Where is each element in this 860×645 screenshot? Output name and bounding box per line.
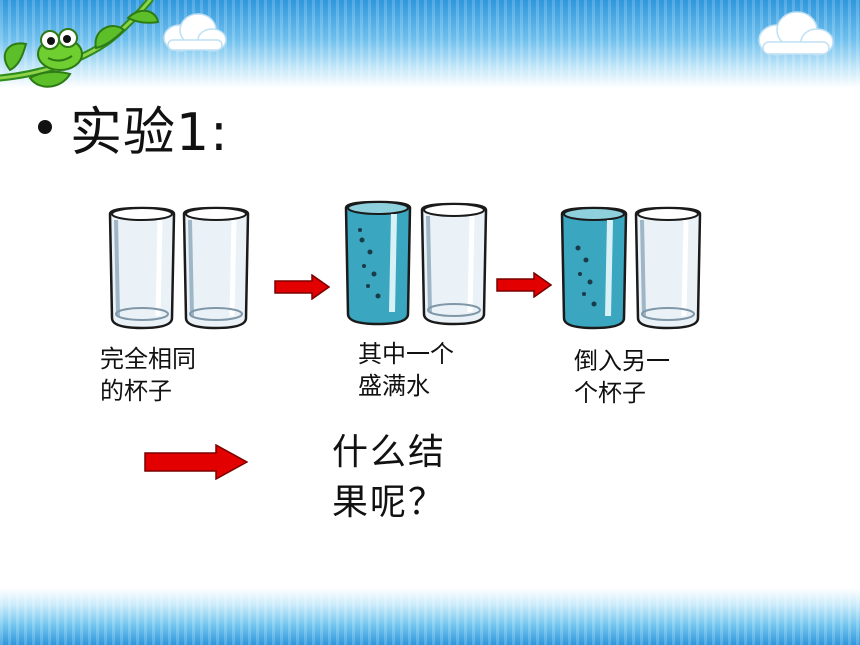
right-arrow-icon xyxy=(144,444,248,480)
bullet-dot-icon xyxy=(38,120,52,134)
glass-pair-empty xyxy=(108,206,250,330)
caption-line: 个杯子 xyxy=(574,379,646,407)
full-water-glass-icon xyxy=(344,200,412,326)
cloud-icon xyxy=(758,11,834,56)
caption-line: 的杯子 xyxy=(100,377,172,405)
glass-pair-one-full xyxy=(344,200,488,326)
caption-line: 其中一个 xyxy=(358,340,454,368)
caption-line: 完全相同 xyxy=(100,345,196,373)
right-arrow-icon xyxy=(274,274,330,300)
empty-glass-icon xyxy=(108,206,176,330)
empty-glass-icon xyxy=(420,202,488,326)
empty-glass-icon xyxy=(634,206,702,330)
question-line: 果呢？ xyxy=(332,482,447,523)
slide-heading-line: 实验1: xyxy=(38,92,229,163)
empty-glass-icon xyxy=(182,206,250,330)
full-water-glass-icon xyxy=(560,206,628,330)
caption-one-full: 其中一个 盛满水 xyxy=(358,338,454,402)
caption-line: 倒入另一 xyxy=(574,347,670,375)
question-line: 什么结 xyxy=(332,432,447,473)
caption-line: 盛满水 xyxy=(358,372,430,400)
result-question: 什么结 果呢？ xyxy=(332,428,446,528)
cloud-icon xyxy=(163,13,227,52)
right-arrow-icon xyxy=(496,272,552,298)
caption-identical-cups: 完全相同 的杯子 xyxy=(100,343,196,407)
caption-pour-into-other: 倒入另一 个杯子 xyxy=(574,345,670,409)
slide-heading: 实验1: xyxy=(70,102,229,163)
sprout-frog-icon xyxy=(0,0,160,88)
bottom-decorative-band xyxy=(0,588,860,645)
glass-pair-poured xyxy=(560,206,702,330)
